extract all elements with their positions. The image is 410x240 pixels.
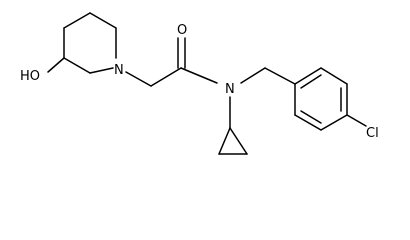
bond-ring-c6-n <box>89 67 114 74</box>
bond-amide-n-benzyl <box>240 67 266 84</box>
bond-ar-2 <box>320 67 348 85</box>
bond-carbonyl-amide-n <box>180 67 218 84</box>
cyclopropyl-ring <box>218 127 248 155</box>
bond-ar-inner-3 <box>300 110 322 124</box>
chlorine-label: Cl <box>366 126 379 141</box>
bond-ar-cl <box>346 114 367 127</box>
hydroxyl-label: HO <box>20 69 40 84</box>
bond-ring-c3-c4 <box>63 12 91 29</box>
chemical-structure-diagram: HO N O N Cl <box>20 12 379 155</box>
bond-ar-5 <box>294 114 322 131</box>
amide-nitrogen-label: N <box>225 82 235 97</box>
chlorophenyl-ring <box>294 67 348 131</box>
bond-cyclopropyl-3 <box>229 127 248 155</box>
bond-ar-1 <box>294 67 322 85</box>
bond-ar-4 <box>320 114 348 131</box>
bond-benzyl-ring <box>264 67 296 85</box>
piperidine-ring <box>63 12 117 74</box>
bond-ar-inner-1 <box>300 74 322 89</box>
bond-ch2-carbonyl <box>150 67 182 87</box>
bond-n-ch2 <box>125 71 152 87</box>
bond-ring-c5-c6 <box>63 57 91 74</box>
bond-ring-c2-c3 <box>89 12 117 29</box>
bond-c5-oh <box>47 57 65 73</box>
bond-cyclopropyl-1 <box>218 127 231 155</box>
ring-nitrogen-label: N <box>114 63 124 78</box>
carbonyl-oxygen-label: O <box>177 23 187 38</box>
